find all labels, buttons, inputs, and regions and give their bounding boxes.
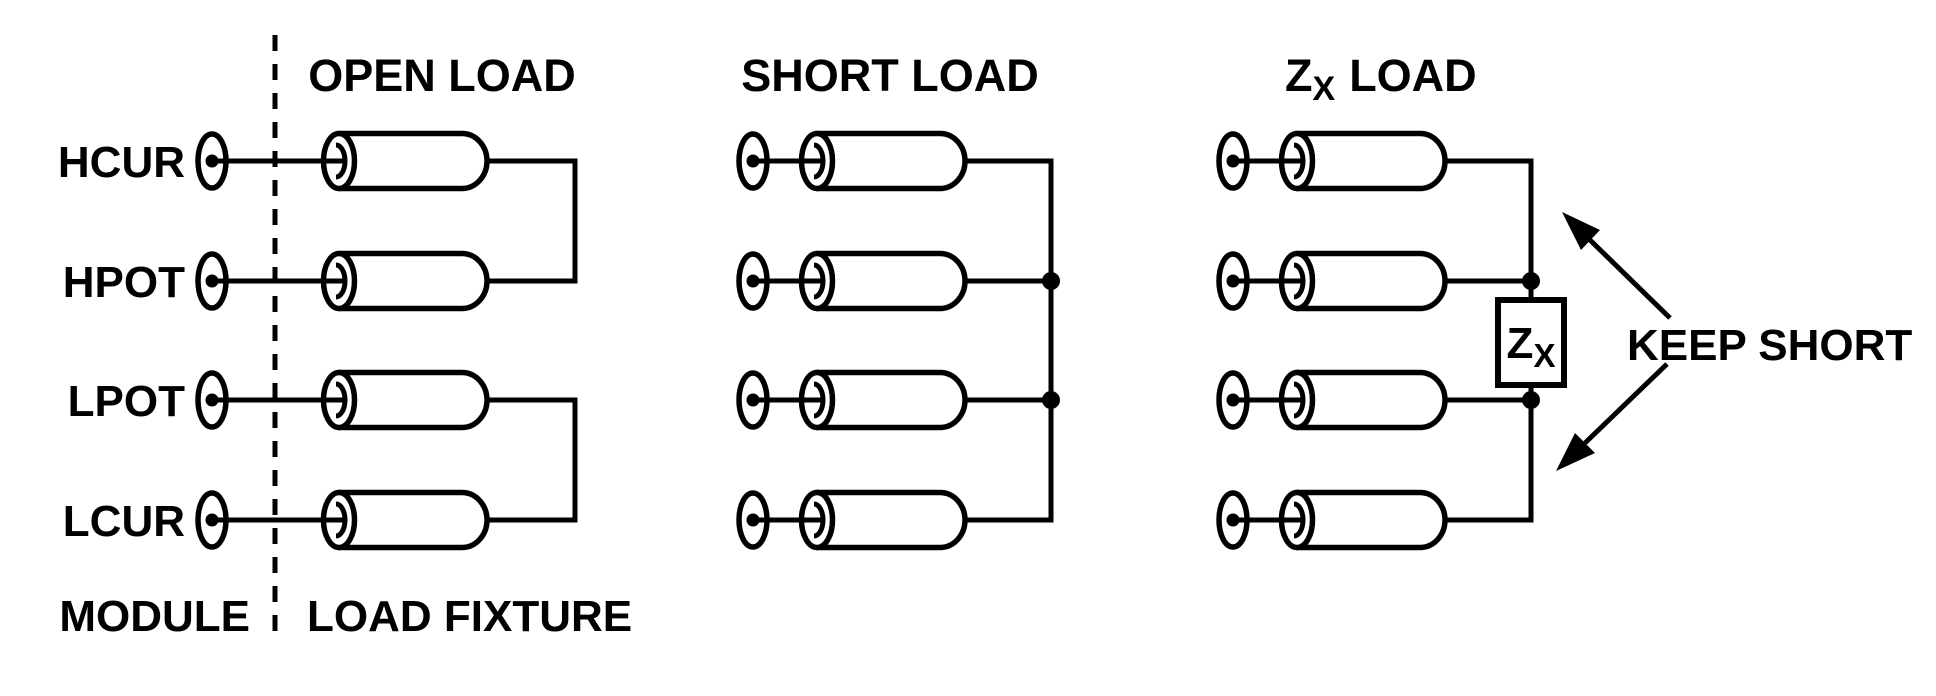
terminal-label-hcur: HCUR <box>58 138 185 187</box>
terminal-label-lpot: LPOT <box>68 377 185 426</box>
terminal-label-lcur: LCUR <box>63 497 185 546</box>
coax-cable-icon <box>324 134 488 189</box>
load-fixture-label: LOAD FIXTURE <box>307 592 632 641</box>
short-load-coax-cables <box>802 134 966 548</box>
arrowhead-up-icon <box>1562 212 1600 250</box>
arrow-up-icon <box>1588 238 1672 320</box>
module-connectors <box>198 134 226 547</box>
coax-cable-icon <box>802 493 966 548</box>
coax-cable-icon <box>324 373 488 428</box>
arrow-down-icon <box>1583 362 1669 445</box>
coax-cable-icon <box>1282 254 1446 309</box>
junction-dot <box>1042 391 1060 409</box>
column-title-open-load: OPEN LOAD <box>308 50 576 101</box>
module-label: MODULE <box>59 592 250 641</box>
zx-load-connectors <box>1219 134 1247 547</box>
junction-dot <box>1522 272 1540 290</box>
coax-cable-icon <box>802 254 966 309</box>
wire <box>487 158 578 284</box>
coax-cable-icon <box>324 493 488 548</box>
coax-cable-icon <box>1282 373 1446 428</box>
short-load-connectors <box>739 134 767 547</box>
zx-load-coax-cables <box>1282 134 1446 548</box>
coax-cable-icon <box>1282 134 1446 189</box>
open-load-coax-cables <box>324 134 488 548</box>
wire <box>1443 385 1534 523</box>
impedance-box-label: ZX <box>1507 319 1556 374</box>
arrowhead-down-icon <box>1556 433 1595 471</box>
impedance-box <box>1495 297 1567 388</box>
wire <box>963 158 1054 523</box>
coax-cable-icon <box>802 373 966 428</box>
wire <box>1443 158 1534 300</box>
coax-cable-icon <box>324 254 488 309</box>
junction-dot <box>1042 272 1060 290</box>
wire <box>487 397 578 523</box>
junction-dots <box>1042 272 1540 409</box>
junction-dot <box>1522 391 1540 409</box>
coax-cable-icon <box>802 134 966 189</box>
coax-cable-icon <box>1282 493 1446 548</box>
column-title-short-load: SHORT LOAD <box>741 50 1039 101</box>
wires <box>212 158 1534 523</box>
keep-short-arrows <box>1556 212 1672 471</box>
terminal-label-hpot: HPOT <box>63 258 185 307</box>
keep-short-label: KEEP SHORT <box>1627 321 1912 370</box>
